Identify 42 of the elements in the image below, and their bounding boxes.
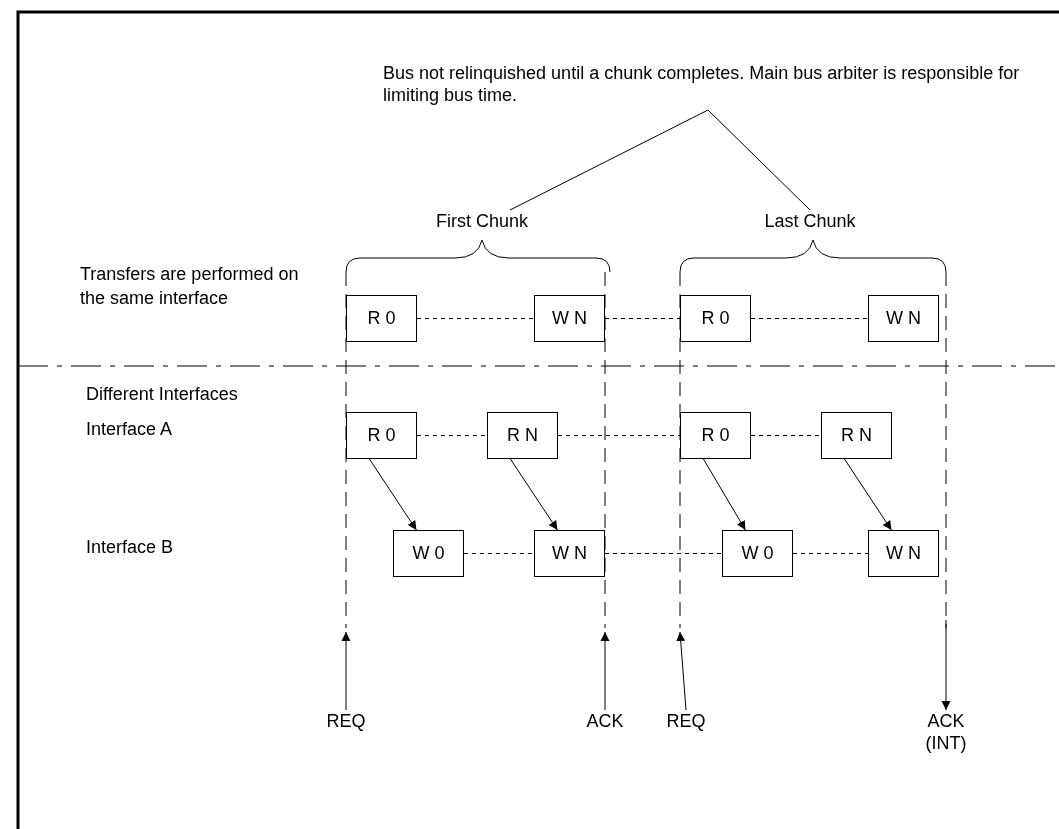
- leader-line: [509, 109, 709, 211]
- transfer-box: R 0: [346, 412, 417, 459]
- chunk-label: Last Chunk: [740, 210, 880, 232]
- transfer-box: R 0: [346, 295, 417, 342]
- transfer-box: W N: [534, 530, 605, 577]
- signal-label: ACK: [575, 710, 635, 732]
- arrow: [509, 458, 558, 531]
- dotted-connector: [416, 435, 488, 436]
- dotted-connector: [792, 553, 869, 554]
- transfer-box: R N: [821, 412, 892, 459]
- transfer-box: W N: [868, 530, 939, 577]
- dotted-connector: [463, 553, 535, 554]
- transfer-box: W N: [534, 295, 605, 342]
- arrow: [702, 458, 746, 531]
- dotted-connector: [750, 318, 869, 319]
- transfer-box: R 0: [680, 295, 751, 342]
- signal-label: REQ: [656, 710, 716, 732]
- section-label: Different Interfaces: [86, 383, 239, 406]
- dotted-connector: [416, 318, 535, 319]
- transfer-box: W 0: [722, 530, 793, 577]
- signal-arrow: [941, 619, 951, 711]
- row-label: Interface B: [86, 536, 175, 559]
- signal-label: ACK (INT): [916, 710, 976, 754]
- signal-arrow: [600, 631, 610, 711]
- transfer-box: R N: [487, 412, 558, 459]
- dotted-connector: [604, 553, 723, 554]
- signal-arrow: [676, 631, 687, 711]
- transfer-box: R 0: [680, 412, 751, 459]
- dotted-connector: [557, 435, 681, 436]
- row-label: Interface A: [86, 418, 174, 441]
- section-label: Transfers are performed on the same interface: [80, 263, 300, 310]
- dotted-connector: [604, 318, 681, 319]
- transfer-box: W 0: [393, 530, 464, 577]
- arrow: [843, 458, 892, 531]
- chunk-label: First Chunk: [412, 210, 552, 232]
- signal-label: REQ: [316, 710, 376, 732]
- dotted-connector: [750, 435, 822, 436]
- note-text: Bus not relinquished until a chunk completes. Main bus arbiter is responsible for limiting bus time.: [383, 62, 1033, 106]
- signal-arrow: [341, 631, 351, 711]
- transfer-box: W N: [868, 295, 939, 342]
- leader-line: [707, 109, 811, 211]
- arrow: [368, 458, 417, 531]
